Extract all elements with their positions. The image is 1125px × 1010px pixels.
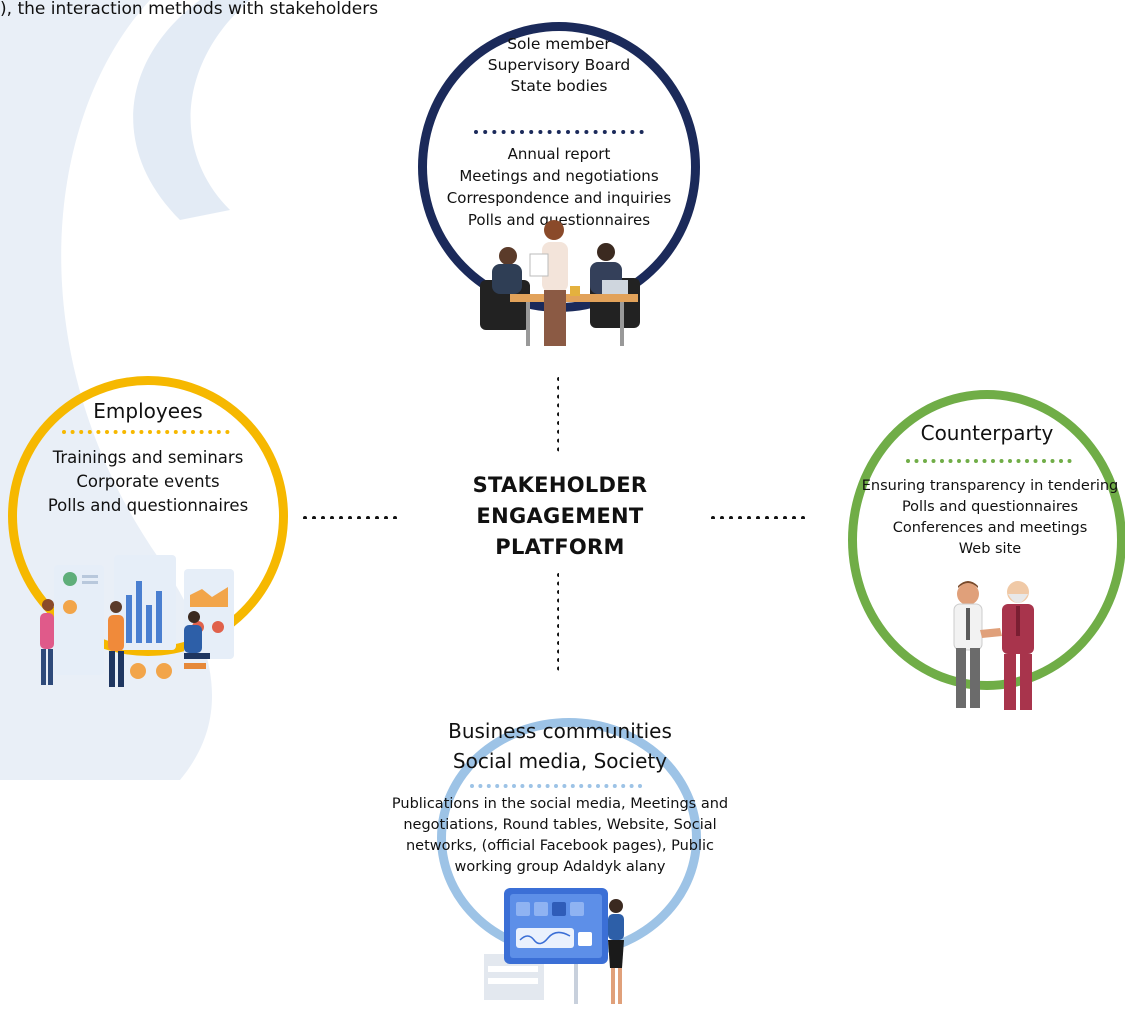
top-dotted-divider [474, 130, 644, 134]
employees-methods-list: Trainings and seminars Corporate events … [18, 446, 278, 518]
bottom-methods-list: Publications in the social media, Meetin… [340, 794, 780, 878]
bottom-title-line2: Social media, Society [452, 749, 668, 773]
employees-title: Employees [93, 399, 203, 423]
stakeholder-sole-member: Sole member [507, 35, 611, 53]
handshake-illustration [953, 581, 1034, 710]
counterparty-dotted-divider [906, 459, 1072, 463]
center-platform-label: STAKEHOLDER ENGAGEMENT PLATFORM [440, 470, 680, 563]
method-polls: Polls and questionnaires [47, 496, 249, 515]
bottom-method-line-1: Publications in the social media, Meetin… [391, 796, 729, 812]
right-connector-dots [711, 516, 814, 519]
employees-ring [8, 376, 288, 656]
top-methods-list: Annual report Meetings and negotiations … [420, 143, 698, 231]
method-corporate-events: Corporate events [76, 472, 220, 491]
method-trainings: Trainings and seminars [52, 448, 244, 467]
bottom-title: Business communities Social media, Socie… [380, 716, 740, 776]
bottom-method-line-2: negotiations, Round tables, Website, Soc… [403, 817, 717, 833]
method-polls: Polls and questionnaires [901, 499, 1079, 515]
social-media-dashboard-illustration [484, 888, 624, 1004]
method-polls: Polls and questionnaires [467, 211, 651, 229]
center-line-3: PLATFORM [495, 535, 625, 559]
stakeholder-state-bodies: State bodies [510, 77, 608, 95]
method-conferences: Conferences and meetings [892, 520, 1088, 536]
method-website: Web site [958, 541, 1022, 557]
bottom-method-line-3: networks, (official Facebook pages), Pub… [405, 838, 715, 854]
method-correspondence: Correspondence and inquiries [446, 189, 672, 207]
stakeholder-supervisory-board: Supervisory Board [487, 56, 631, 74]
method-meetings-negotiations: Meetings and negotiations [459, 167, 659, 185]
counterparty-ring [848, 390, 1125, 690]
top-stakeholder-list: Sole member Supervisory Board State bodi… [430, 34, 688, 97]
intro-text: ), the interaction methods with stakehol… [0, 0, 379, 19]
employees-dotted-divider [62, 430, 230, 434]
bottom-dotted-divider [470, 784, 650, 788]
bottom-connector-dots [557, 573, 559, 676]
method-annual-report: Annual report [507, 145, 611, 163]
method-transparency-tendering: Ensuring transparency in tendering [861, 478, 1119, 494]
analytics-dashboard-illustration [40, 555, 234, 687]
bottom-title-line1: Business communities [448, 719, 672, 743]
bottom-method-line-4: working group Adaldyk alany [454, 859, 666, 875]
top-connector-dots [557, 377, 559, 460]
center-line-2: ENGAGEMENT [476, 504, 644, 528]
counterparty-methods-list: Ensuring transparency in tendering Polls… [855, 476, 1125, 560]
left-connector-dots [303, 516, 406, 519]
center-line-1: STAKEHOLDER [472, 473, 648, 497]
counterparty-title: Counterparty [920, 421, 1054, 445]
meeting-table-illustration [480, 220, 640, 346]
